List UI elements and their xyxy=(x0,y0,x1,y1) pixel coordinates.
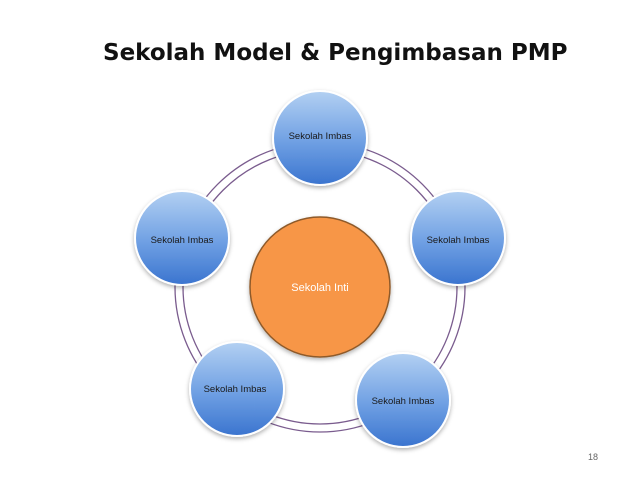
page-number: 18 xyxy=(588,452,599,462)
satellite-node-right: Sekolah Imbas xyxy=(410,190,506,286)
satellite-label: Sekolah Imbas xyxy=(289,131,352,142)
satellite-label: Sekolah Imbas xyxy=(427,235,490,246)
satellite-node-top: Sekolah Imbas xyxy=(272,90,368,186)
satellite-label: Sekolah Imbas xyxy=(151,235,214,246)
satellite-label: Sekolah Imbas xyxy=(372,396,435,407)
slide-title: Sekolah Model & Pengimbasan PMP xyxy=(103,40,568,66)
satellite-node-bottom-right: Sekolah Imbas xyxy=(355,352,451,448)
satellite-node-bottom-left: Sekolah Imbas xyxy=(189,341,285,437)
core-node: Sekolah Inti xyxy=(249,216,391,358)
satellite-node-left: Sekolah Imbas xyxy=(134,190,230,286)
satellite-label: Sekolah Imbas xyxy=(204,384,267,395)
core-label: Sekolah Inti xyxy=(291,282,348,294)
